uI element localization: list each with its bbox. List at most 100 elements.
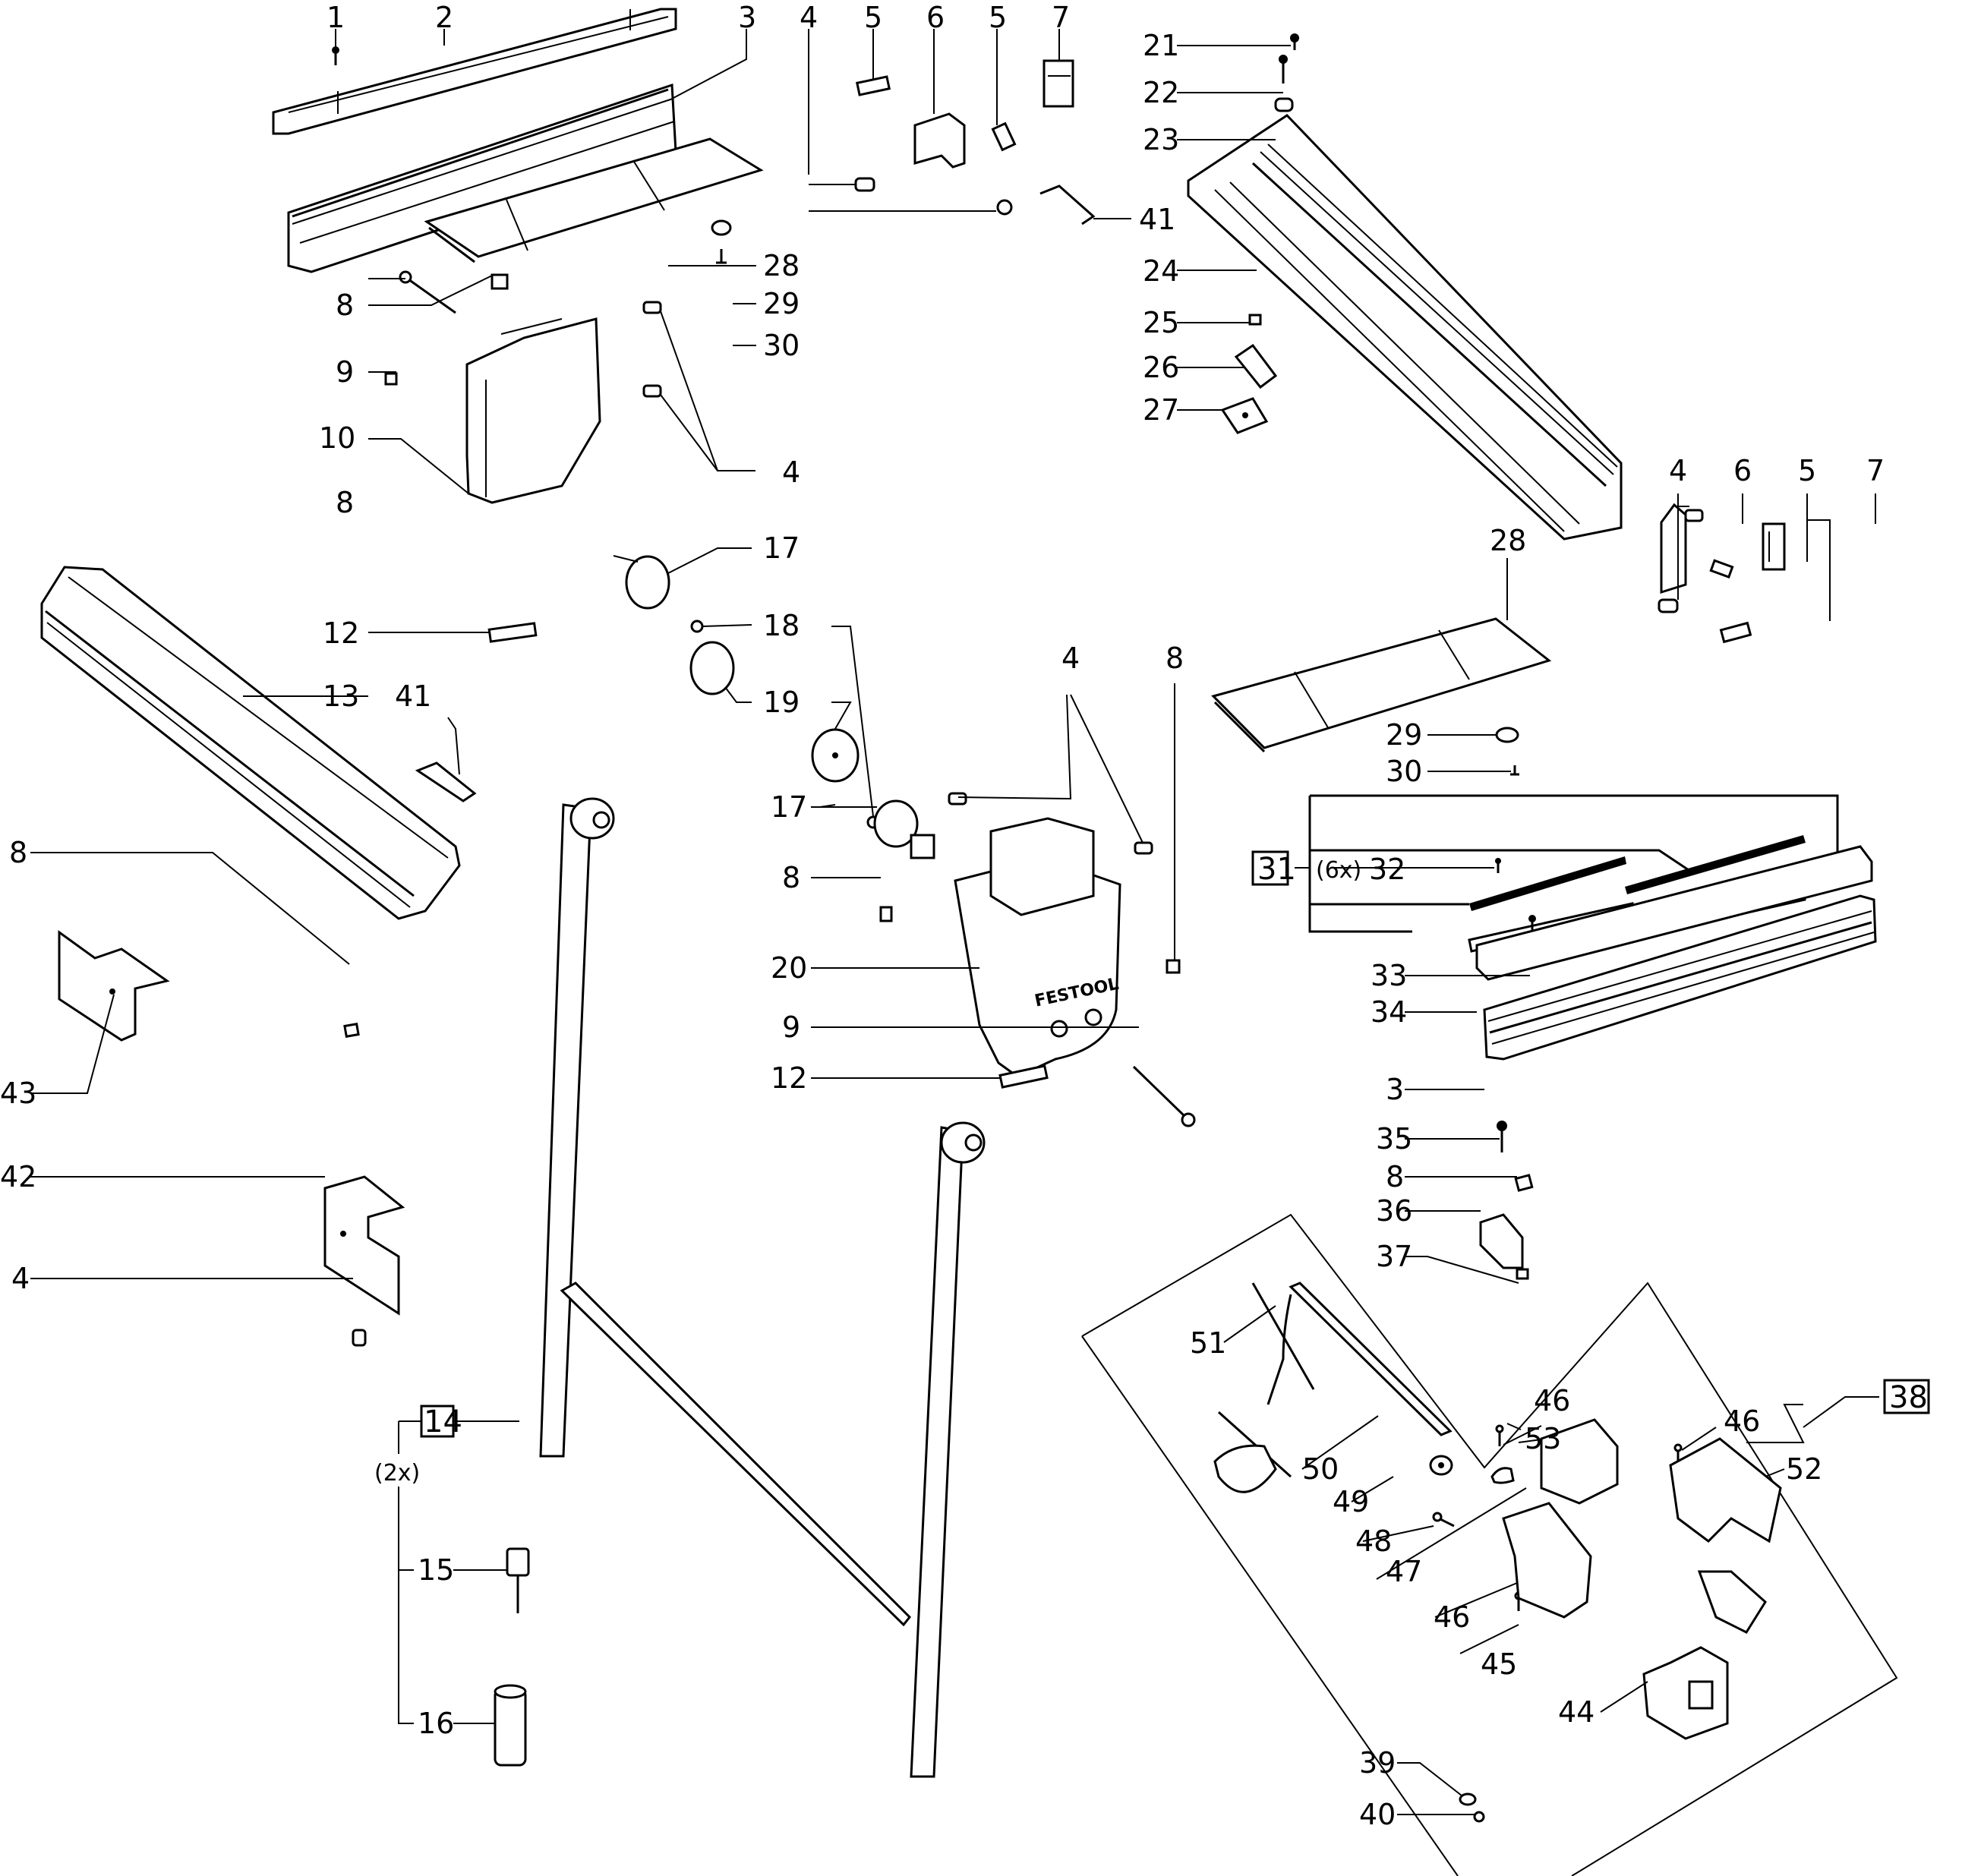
part-47-switch-module[interactable] [1540, 1418, 1619, 1505]
callout-50: 50 [1302, 1452, 1339, 1486]
callout-47: 47 [1386, 1555, 1422, 1588]
part-51-power-cord[interactable] [1213, 1282, 1315, 1493]
part-39-washer[interactable] [1459, 1792, 1477, 1806]
part-32-strip-b[interactable] [1625, 835, 1806, 894]
part-4-screw-b2[interactable] [996, 199, 1013, 216]
part-3-extrusion[interactable] [287, 83, 677, 273]
part-8-square-nut-d[interactable] [1166, 959, 1181, 974]
part-20-body[interactable]: FESTOOL [954, 817, 1121, 1078]
leader-lines [30, 29, 1879, 1815]
part-48-screw[interactable] [1432, 1512, 1455, 1528]
part-25-nut[interactable] [1248, 314, 1262, 326]
part-32-strip-a[interactable] [1469, 856, 1626, 911]
part-5-slot-nut-d[interactable] [1719, 621, 1752, 644]
callout-14: 14 [424, 1405, 462, 1439]
callout-39: 39 [1359, 1746, 1396, 1780]
part-7-end-cap-a[interactable] [1043, 59, 1074, 108]
part-44-switch[interactable] [1642, 1570, 1767, 1740]
part-30-screw[interactable] [716, 249, 727, 264]
part-14-leg-frame[interactable] [539, 797, 986, 1778]
callout-51: 51 [1190, 1326, 1226, 1360]
part-34-bar[interactable] [1475, 845, 1873, 981]
part-26-clamp[interactable] [1234, 343, 1278, 389]
part-41-clip-a[interactable] [1039, 184, 1096, 225]
callout-6: 6 [926, 1, 945, 34]
part-7-end-cap-b[interactable] [1762, 522, 1786, 571]
part-8-square-nut-c[interactable] [879, 906, 893, 922]
assembly-38-outline [1081, 1213, 1898, 1876]
part-5-slot-nut-c[interactable] [1709, 559, 1734, 579]
part-5-slot-nut-b[interactable] [991, 121, 1017, 152]
part-52-cover[interactable] [1669, 1437, 1782, 1543]
part-33-screw[interactable] [1528, 915, 1536, 931]
part-49-washer[interactable] [1429, 1455, 1453, 1476]
part-15-leg-adjuster[interactable] [506, 1547, 530, 1613]
part-1-screw[interactable] [332, 46, 339, 65]
part-27-plate-nut[interactable] [1220, 397, 1269, 434]
part-42-bracket[interactable] [323, 1175, 405, 1316]
part-18-nut-a[interactable] [690, 620, 704, 633]
part-16-leg-foot[interactable] [494, 1684, 527, 1767]
callout-26: 26 [1143, 351, 1179, 384]
part-24-long-rail[interactable] [1187, 114, 1623, 541]
part-4-screw-c2[interactable] [1658, 598, 1679, 613]
part-4-screw-b1[interactable] [854, 177, 875, 192]
part-6-angle-bracket-b[interactable] [1660, 503, 1687, 594]
callout-27: 27 [1143, 393, 1179, 427]
callout-13: 13 [323, 679, 359, 713]
part-9-bolt-a[interactable] [399, 270, 456, 314]
assembly-38-box [1883, 1379, 1930, 1414]
callout-5: 5 [1798, 454, 1816, 487]
callout-31: 31 [1257, 852, 1296, 887]
part-46-screw-b[interactable] [1673, 1443, 1683, 1461]
part-43-bracket[interactable] [58, 930, 170, 1042]
part-8-square-nut-f[interactable] [1514, 1174, 1534, 1192]
part-46-screw-a[interactable] [1495, 1424, 1504, 1446]
part-12-clip-b[interactable] [998, 1064, 1049, 1089]
part-9-bolt-b[interactable] [1132, 1065, 1196, 1127]
part-36-block[interactable] [1479, 1213, 1524, 1269]
part-23-sleeve[interactable] [1274, 97, 1294, 112]
callout-7: 7 [1866, 454, 1885, 487]
part-30-screw-b[interactable] [1510, 765, 1519, 776]
callout-25: 25 [1143, 306, 1179, 339]
part-35-screw[interactable] [1497, 1121, 1507, 1152]
part-21-screw[interactable] [1290, 33, 1299, 50]
part-19-knob-cap[interactable] [689, 641, 735, 695]
part-17-knob-b[interactable] [873, 799, 935, 859]
part-6-angle-bracket-a[interactable] [913, 112, 966, 169]
callout-29: 29 [1386, 718, 1422, 752]
assembly-31-box [1251, 850, 1289, 886]
part-28-plate-b[interactable] [1211, 617, 1552, 753]
part-45-switch-housing[interactable] [1502, 1502, 1592, 1619]
part-4-screw-d1[interactable] [948, 792, 967, 806]
part-8-square-nut-e[interactable] [343, 1022, 360, 1039]
part-37-screw[interactable] [1516, 1256, 1529, 1280]
part-8-square-nut-a[interactable] [490, 273, 509, 290]
part-4-screw-a2[interactable] [642, 384, 662, 398]
part-12-clip-a[interactable] [487, 622, 538, 643]
part-53-cable-clamp[interactable] [1490, 1467, 1515, 1484]
part-4-screw-c1[interactable] [1684, 509, 1704, 522]
callout-8: 8 [782, 861, 800, 894]
part-4-screw-d2[interactable] [1134, 841, 1153, 855]
part-22-long-screw[interactable] [1279, 55, 1288, 84]
part-13-extrusion[interactable] [40, 566, 461, 920]
part-4-screw-e[interactable] [352, 1329, 367, 1347]
part-40-nut[interactable] [1473, 1811, 1485, 1823]
part-3-extrusion-b[interactable] [1483, 894, 1877, 1061]
part-41-clip-b[interactable] [415, 761, 477, 802]
part-8-square-nut-b[interactable] [384, 372, 398, 386]
part-10-bracket[interactable] [465, 317, 601, 504]
part-28-plate[interactable] [424, 137, 764, 263]
part-32-pin[interactable] [1495, 858, 1501, 873]
part-5-slot-nut-a[interactable] [855, 75, 891, 96]
part-29-nut-b[interactable] [1495, 727, 1519, 743]
part-4-screw-a1[interactable] [642, 301, 662, 314]
part-2-cover-strip[interactable] [272, 8, 677, 135]
part-19-knob-disk[interactable] [811, 728, 860, 783]
part-29-nut[interactable] [711, 219, 732, 236]
part-50-tube[interactable] [1289, 1282, 1453, 1436]
part-17-knob-a[interactable] [613, 555, 670, 610]
callout-4: 4 [800, 1, 818, 34]
